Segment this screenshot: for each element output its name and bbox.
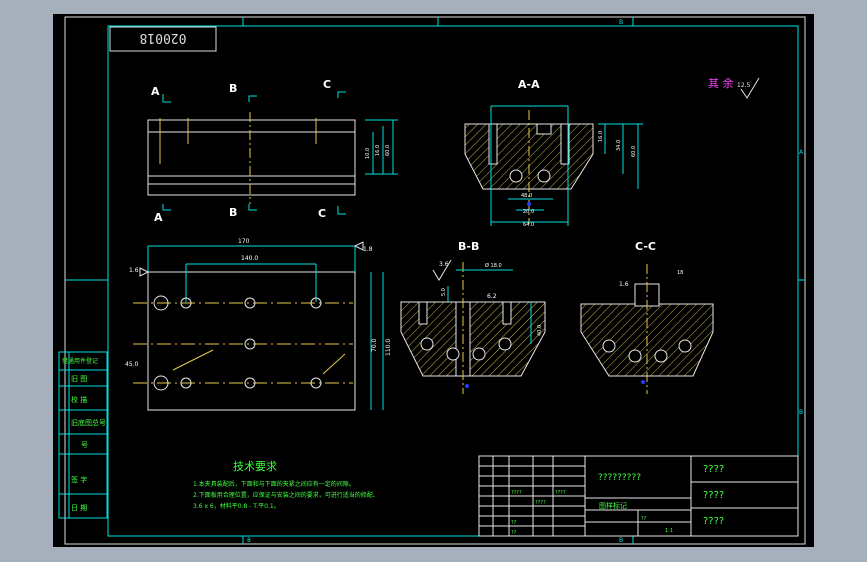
dim-front-left: 45.0 — [125, 361, 139, 368]
dim-aa-h3: 60.0 — [631, 146, 637, 157]
frame-tick-bottom-1: 8 — [247, 537, 251, 544]
dim-bb-right: 40.0 — [537, 325, 543, 336]
title-scale: 1:1 — [665, 528, 673, 534]
left-strip — [58, 351, 108, 519]
title-name: ????????? — [598, 473, 641, 483]
front-view-plate — [147, 271, 356, 411]
title-standard-label: 图样标记 — [599, 501, 627, 510]
dim-cc-left: 1.6 — [619, 281, 629, 288]
dim-aa-h1: 16.0 — [598, 131, 604, 142]
sheet-border-inner — [107, 25, 799, 537]
title-cell-5: ?? — [511, 530, 517, 536]
drawing-number-box — [109, 26, 217, 52]
strip-row-7: 日 期 — [71, 504, 87, 512]
section-label-top-b: B — [229, 82, 237, 95]
title-right-row-1: ???? — [703, 464, 724, 475]
title-cell-2: ???? — [555, 490, 566, 496]
section-aa-label: A-A — [518, 78, 540, 91]
dim-aa-bottom1: 48.0 — [521, 193, 532, 199]
dim-front-right: 1.8 — [363, 246, 373, 253]
title-cell-1: ???? — [511, 490, 522, 496]
dim-bb-mid: 6.2 — [487, 293, 497, 300]
dim-cc-top: 18 — [677, 270, 683, 276]
title-cell-3: ???? — [535, 500, 546, 506]
drawing-number: 020018 — [140, 30, 187, 45]
tech-req-line3: 3.6 x 6，材料平0.8 - T.平0.1。 — [193, 502, 280, 510]
strip-row-6: 签 字 — [71, 475, 87, 484]
dim-bb-height: 5.0 — [441, 288, 447, 296]
dim-side-h3: 60.0 — [385, 145, 391, 156]
top-view-body — [147, 119, 356, 196]
dim-front-height-outer: 110.0 — [385, 339, 392, 356]
roughness-value: 12.5 — [737, 82, 751, 89]
title-right-row-2: ???? — [703, 490, 724, 501]
section-label-bottom-b: B — [229, 206, 237, 219]
dim-front-top-width: 170 — [238, 238, 250, 245]
section-label-bottom-a: A — [154, 211, 163, 224]
strip-row-5: 号 — [81, 441, 88, 449]
front-view-holes — [153, 295, 322, 391]
dim-front-left-small: 1.6 — [129, 267, 139, 274]
dim-bb-top: Ø 18.0 — [485, 262, 502, 269]
dim-side-h2: 16.0 — [375, 145, 381, 156]
dim-aa-bottom3: 64.0 — [523, 222, 534, 228]
frame-tick-top-1: B — [619, 19, 623, 26]
title-cell-4: ?? — [511, 520, 517, 526]
frame-tick-right-1: A — [799, 149, 804, 156]
title-cell-6: ?? — [641, 516, 647, 522]
frame-tick-bottom-2: B — [619, 537, 623, 544]
dim-front-height-inner: 70.0 — [371, 338, 378, 352]
dim-front-inner-width: 140.0 — [241, 255, 258, 262]
tech-req-line1: 1.本夹具装配后，下面和与下面的夹紧之间应有一定的间隙。 — [193, 480, 355, 488]
section-bb-label: B-B — [458, 240, 479, 253]
tech-req-title: 技术要求 — [233, 460, 277, 473]
roughness-symbol — [740, 77, 760, 99]
cad-viewport[interactable]: B 8 B A B 020018 其 余 12.5 A B C 10.0 16.… — [53, 14, 814, 547]
title-right-row-3: ???? — [703, 516, 724, 527]
strip-row-4: 旧底图总号 — [71, 418, 106, 427]
strip-row-2: 旧 图 — [71, 375, 87, 383]
section-label-bottom-c: C — [318, 207, 326, 220]
section-label-top-a: A — [151, 85, 160, 98]
drawing-canvas: B 8 B A B 020018 其 余 12.5 A B C 10.0 16.… — [58, 16, 806, 545]
section-label-top-c: C — [323, 78, 331, 91]
strip-row-1: 借通用件登记 — [62, 357, 98, 365]
dim-side-h1: 10.0 — [365, 148, 371, 159]
strip-row-3: 校 描 — [71, 395, 87, 404]
frame-tick-right-2: B — [799, 409, 803, 416]
sheet-border-outer — [64, 16, 806, 545]
tech-req-line2: 2.下面板用合理位置，应保证与安装之间的要求，可进行适当的修配、 — [193, 491, 379, 499]
dim-aa-bottom2: 20.0 — [523, 209, 534, 215]
dim-bb-left: 3.6 — [439, 261, 449, 268]
dim-aa-h2: 34.0 — [616, 140, 622, 151]
roughness-label: 其 余 — [708, 76, 734, 90]
title-block — [478, 455, 799, 537]
section-cc-label: C-C — [635, 240, 656, 253]
